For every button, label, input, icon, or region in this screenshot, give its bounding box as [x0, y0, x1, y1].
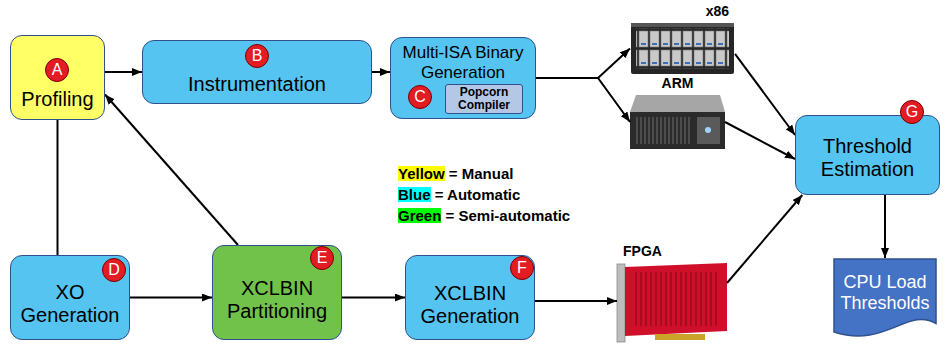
callout-badge: E	[310, 246, 334, 270]
callout-letter: B	[252, 48, 263, 64]
callout-badge: G	[900, 100, 924, 124]
x86-server-picture	[631, 23, 734, 74]
callout-letter: C	[414, 89, 426, 105]
server-lid	[630, 95, 725, 112]
callout-badge: A	[45, 58, 69, 82]
card-bracket	[617, 264, 625, 342]
box-label: Instrumentation	[188, 73, 326, 96]
flow-arrow	[727, 195, 802, 283]
flow-arrow	[105, 71, 142, 73]
callout-letter: F	[517, 260, 527, 276]
legend-text: Blue = Automatic	[398, 186, 520, 203]
legend-text: Yellow = Manual	[398, 165, 513, 182]
server-vents	[636, 117, 692, 144]
process-box: Threshold Estimation	[795, 115, 940, 195]
server-panel	[697, 117, 720, 144]
callout-letter: G	[906, 104, 918, 120]
flow-arrow	[57, 120, 59, 255]
flow-arrow	[884, 195, 886, 258]
legend: Yellow = ManualBlue = AutomaticGreen = S…	[398, 163, 570, 226]
hardware-picture: ARM	[630, 94, 725, 150]
hardware-label: FPGA	[617, 243, 727, 259]
box-label: XCLBIN Generation	[412, 282, 528, 328]
power-light	[705, 127, 711, 133]
flow-arrow	[105, 95, 238, 246]
callout-letter: A	[52, 62, 63, 78]
hardware-label: ARM	[630, 75, 725, 91]
gold-fingers	[655, 334, 705, 340]
callout-badge: F	[510, 256, 534, 280]
box-label: Threshold Estimation	[802, 135, 933, 181]
box-label: XO Generation	[17, 281, 123, 327]
heatsink-fins	[632, 272, 720, 326]
legend-text: Green = Semi-automatic	[398, 207, 570, 224]
callout-letter: E	[317, 250, 328, 266]
box-label: Profiling	[21, 88, 93, 111]
card-body	[625, 263, 727, 336]
legend-row: Blue = Automatic	[398, 184, 570, 205]
document-shape: CPU Load Thresholds	[833, 258, 937, 342]
fpga-card-picture	[617, 263, 727, 342]
server-body	[631, 23, 734, 74]
server-top-edge	[631, 23, 734, 27]
hardware-label: x86	[630, 3, 735, 19]
process-box: Multi-ISA Binary GenerationPopcorn Compi…	[390, 37, 536, 119]
legend-row: Yellow = Manual	[398, 163, 570, 184]
box-label: Popcorn Compiler	[448, 86, 520, 111]
flow-arrow	[342, 297, 405, 299]
flow-arrow	[130, 297, 212, 299]
box-label: CPU Load Thresholds	[837, 272, 933, 313]
hardware-picture: FPGA	[617, 262, 727, 346]
hardware-picture: x86	[630, 22, 735, 75]
callout-badge: D	[102, 258, 126, 282]
callout-letter: D	[108, 262, 120, 278]
flow-arrow	[372, 71, 390, 73]
flow-arrow	[536, 49, 630, 79]
callout-badge: B	[245, 44, 269, 68]
drive-bays	[636, 28, 729, 69]
box-label: Multi-ISA Binary Generation	[395, 43, 531, 82]
callout-badge: C	[408, 85, 432, 109]
arm-server-picture	[630, 95, 725, 149]
flow-arrow	[725, 122, 795, 159]
process-box: Popcorn Compiler	[445, 84, 523, 114]
document-fill	[834, 259, 936, 336]
flow-arrow	[535, 300, 617, 302]
flow-arrow	[536, 78, 630, 122]
box-label: XCLBIN Partitioning	[219, 277, 335, 323]
flow-arrow	[735, 54, 795, 135]
server-front	[630, 112, 725, 149]
legend-row: Green = Semi-automatic	[398, 205, 570, 226]
